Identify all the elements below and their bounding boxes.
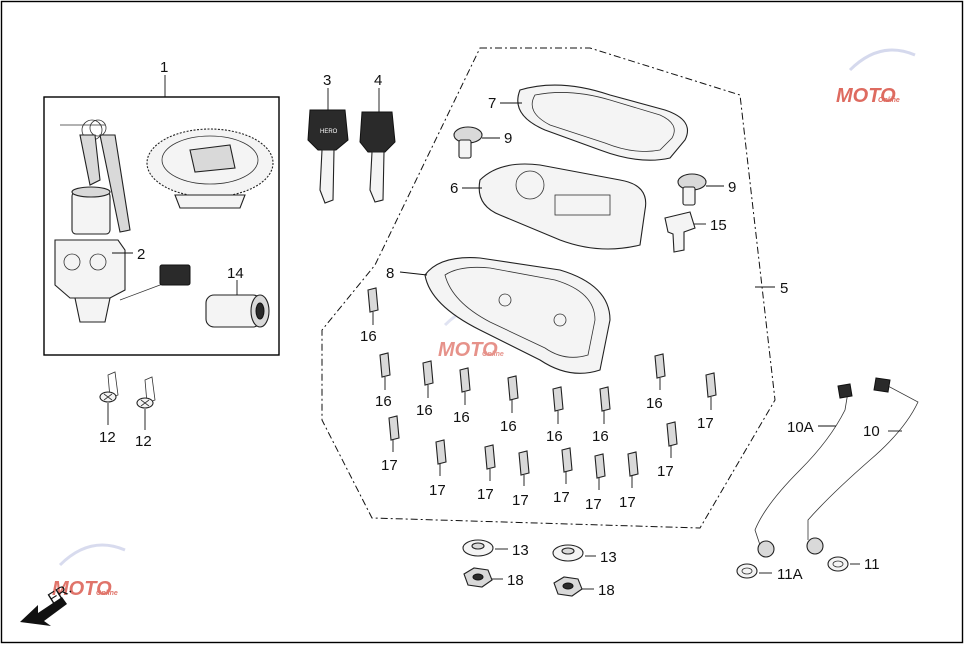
svg-text:HERO: HERO [320, 129, 338, 135]
grommet-11 [827, 556, 860, 572]
screw-17-3: 17 [429, 439, 447, 499]
label-15: 15 [710, 217, 727, 234]
connector-15 [664, 211, 706, 253]
label-16-5: 16 [500, 418, 517, 435]
screw-17-1: 17 [697, 372, 717, 432]
label-16-4: 16 [453, 409, 470, 426]
label-7: 7 [488, 95, 496, 112]
label-9b: 9 [728, 179, 736, 196]
label-6: 6 [450, 180, 458, 197]
screw-17-6: 17 [553, 447, 573, 506]
label-18a: 18 [507, 572, 524, 589]
screw-12b [136, 376, 156, 430]
nut-18a [463, 567, 503, 588]
screw-17-5: 17 [512, 450, 530, 509]
grommet-11a [736, 563, 772, 579]
screw-17-9: 17 [657, 421, 678, 480]
washer-13b [552, 544, 596, 562]
label-4: 4 [374, 72, 382, 89]
screw-16-7: 16 [592, 386, 611, 445]
label-8: 8 [386, 265, 394, 282]
meter-body [462, 163, 647, 250]
label-1: 1 [160, 59, 168, 76]
screw-16-1: 16 [360, 287, 379, 345]
watermark-top-right: MOTO Online [836, 48, 916, 107]
screw-17-4: 17 [477, 444, 496, 503]
label-17-4: 17 [477, 486, 494, 503]
label-17-5: 17 [512, 492, 529, 509]
fuel-cap [146, 128, 274, 209]
label-11: 11 [864, 556, 880, 573]
lock-set-box [43, 96, 280, 356]
svg-text:MOTO: MOTO [438, 339, 498, 361]
cable-10 [806, 377, 919, 555]
screw-9b [677, 173, 724, 206]
key-4 [359, 88, 396, 203]
label-5: 5 [780, 280, 788, 297]
screw-17-7: 17 [585, 453, 606, 513]
label-12b: 12 [135, 433, 152, 450]
label-16-8: 16 [646, 395, 663, 412]
label-16-1: 16 [360, 328, 377, 345]
label-18b: 18 [598, 582, 615, 599]
label-16-2: 16 [375, 393, 392, 410]
label-13b: 13 [600, 549, 617, 566]
label-9a: 9 [504, 130, 512, 147]
meter-cover [500, 84, 689, 161]
screw-16-2: 16 [375, 352, 392, 410]
label-10a: 10A [787, 419, 814, 436]
screw-9a [453, 126, 500, 159]
label-11a: 11A [777, 566, 803, 583]
label-14: 14 [227, 265, 244, 282]
label-13a: 13 [512, 542, 529, 559]
label-17-2: 17 [381, 457, 398, 474]
screw-16-4: 16 [453, 367, 471, 426]
key-3: HERO [307, 88, 349, 204]
svg-text:Online: Online [96, 590, 118, 597]
label-3: 3 [323, 72, 331, 89]
watermark-bottom-left: MOTO Online [52, 543, 126, 600]
washer-13a [462, 539, 508, 557]
label-2: 2 [137, 246, 145, 263]
label-10: 10 [863, 423, 880, 440]
label-17-6: 17 [553, 489, 570, 506]
ignition-switch [54, 186, 191, 323]
label-12a: 12 [99, 429, 116, 446]
label-17-1: 17 [697, 415, 714, 432]
svg-text:MOTO: MOTO [52, 578, 112, 600]
front-direction-arrow: FR. [20, 580, 75, 626]
label-16-7: 16 [592, 428, 609, 445]
screw-16-3: 16 [416, 360, 434, 419]
svg-text:MOTO: MOTO [836, 85, 896, 107]
lockset-keys [60, 119, 131, 233]
label-16-3: 16 [416, 402, 433, 419]
screw-16-6: 16 [546, 386, 564, 445]
screw-17-8: 17 [619, 451, 639, 511]
label-17-8: 17 [619, 494, 636, 511]
cable-10a [754, 383, 853, 558]
nut-18b [553, 576, 594, 597]
screw-12a [99, 371, 119, 425]
label-16-6: 16 [546, 428, 563, 445]
screw-17-2: 17 [381, 415, 400, 474]
meter-lower-case [399, 257, 611, 374]
svg-text:Online: Online [482, 351, 504, 358]
screw-16-5: 16 [500, 375, 519, 435]
meter-assembly-outline [321, 47, 776, 529]
svg-text:Online: Online [878, 97, 900, 104]
label-17-3: 17 [429, 482, 446, 499]
label-17-7: 17 [585, 496, 602, 513]
screw-16-8: 16 [646, 353, 666, 412]
seat-lock [205, 280, 270, 328]
label-17-9: 17 [657, 463, 674, 480]
